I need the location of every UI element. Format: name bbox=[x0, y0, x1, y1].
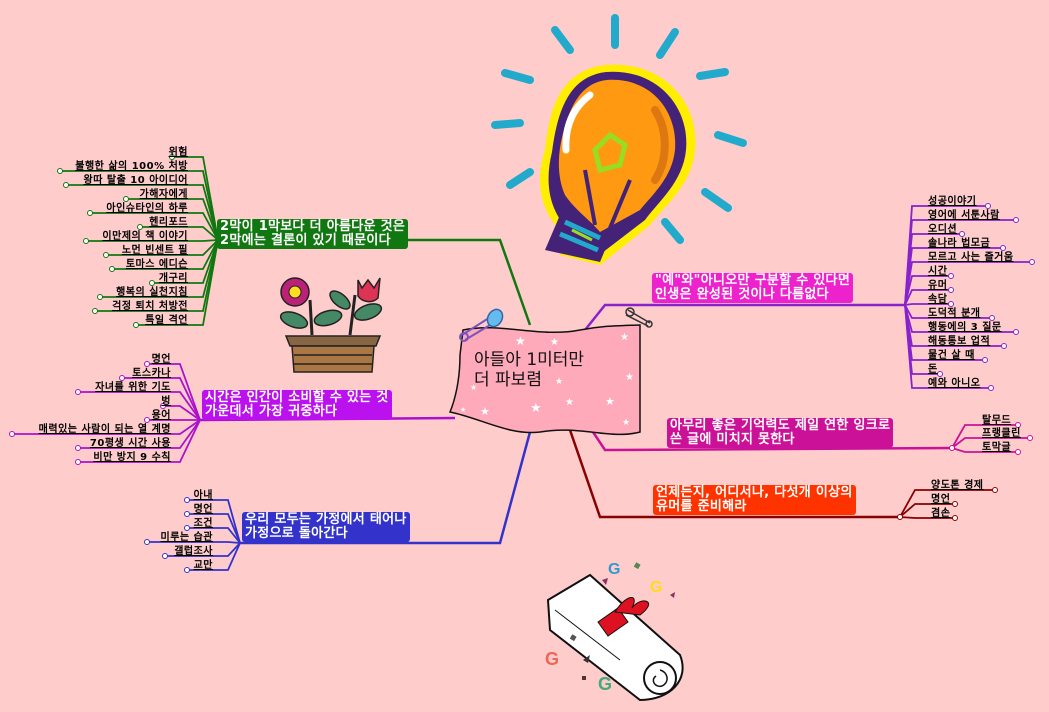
leaf-purple-6[interactable]: 매력있는 사람이 되는 열 계명 bbox=[38, 424, 171, 435]
leaf-green-4[interactable]: 가해자에게 bbox=[139, 189, 188, 200]
branch-purple-line1: 시간은 인간이 소비할 수 있는 것 bbox=[205, 390, 389, 405]
svg-text:★: ★ bbox=[625, 372, 634, 383]
connector-blue bbox=[240, 431, 532, 545]
branch-blue-line1: 우리 모두는 가정에서 태어나 bbox=[245, 512, 407, 527]
leaf-green-8[interactable]: 노먼 빈센트 필 bbox=[121, 245, 188, 256]
leaf-blue-6[interactable]: 교만 bbox=[193, 560, 213, 571]
leaf-magenta-6[interactable]: 시간 bbox=[928, 266, 948, 277]
lightbulb-icon bbox=[491, 14, 747, 266]
leaf-crimson-2[interactable]: 프랭클린 bbox=[982, 428, 1021, 439]
central-node-flag[interactable]: ★ ★ ★ ★ ★ ★ ★ ★ ★ ★ ★ ★ bbox=[448, 324, 641, 436]
leaf-orange-3[interactable]: 겸손 bbox=[931, 508, 951, 519]
svg-text:★: ★ bbox=[530, 401, 542, 416]
svg-text:G: G bbox=[608, 561, 620, 578]
branch-green-line2: 2막에는 결론이 있기 때문이다 bbox=[220, 233, 391, 248]
leaf-orange-2[interactable]: 명언 bbox=[931, 494, 951, 505]
branch-green[interactable]: 2막이 1막보다 더 아름다운 것은 2막에는 결론이 있기 때문이다 bbox=[217, 219, 409, 249]
svg-text:★: ★ bbox=[550, 337, 559, 348]
leaf-purple-7[interactable]: 70평생 시간 사용 bbox=[89, 438, 171, 449]
leaf-magenta-5[interactable]: 모르고 사는 즐거움 bbox=[928, 252, 1014, 263]
svg-text:★: ★ bbox=[622, 418, 630, 428]
leaf-green-7[interactable]: 이만제의 책 이야기 bbox=[102, 231, 188, 242]
leaf-magenta-4[interactable]: 솔나라 법모금 bbox=[928, 238, 991, 249]
branch-orange-line1: 언제든지, 어디서나, 다섯개 이상의 bbox=[656, 485, 853, 500]
leaf-purple-3[interactable]: 자녀를 위한 기도 bbox=[95, 382, 171, 393]
branch-magenta-line2: 인생은 완성된 것이나 다름없다 bbox=[655, 287, 829, 302]
leaf-magenta-10[interactable]: 행동에의 3 질문 bbox=[928, 322, 1002, 333]
leaf-green-9[interactable]: 토마스 에디슨 bbox=[125, 259, 188, 270]
branch-blue-line2: 가정으로 돌아간다 bbox=[245, 526, 348, 541]
leaf-green-6[interactable]: 헨리포드 bbox=[149, 217, 188, 228]
leaf-magenta-3[interactable]: 오디션 bbox=[928, 224, 958, 235]
connector-magenta bbox=[584, 303, 905, 331]
branch-orange[interactable]: 언제든지, 어디서나, 다섯개 이상의 유머를 준비해라 bbox=[653, 485, 856, 515]
leaf-blue-3[interactable]: 조건 bbox=[193, 518, 213, 529]
branch-magenta[interactable]: "예"와"아니오만 구분할 수 있다면 인생은 완성된 것이나 다름없다 bbox=[652, 273, 854, 303]
safety-pin-icon-right bbox=[625, 307, 653, 328]
svg-text:G: G bbox=[545, 649, 559, 669]
leaf-magenta-8[interactable]: 속담 bbox=[928, 294, 948, 305]
branch-orange-line2: 유머를 준비해라 bbox=[656, 499, 747, 514]
leaf-blue-4[interactable]: 미루는 습관 bbox=[160, 532, 213, 543]
branch-crimson-line1: 아무리 좋은 기억력도 제일 연한 잉크로 bbox=[670, 418, 891, 433]
svg-text:★: ★ bbox=[565, 397, 574, 408]
flowerpot-icon bbox=[279, 277, 383, 373]
leaf-purple-2[interactable]: 토스카나 bbox=[132, 368, 171, 379]
branch-green-line1: 2막이 1막보다 더 아름다운 것은 bbox=[220, 219, 406, 234]
branch-magenta-line1: "예"와"아니오만 구분할 수 있다면 bbox=[655, 273, 851, 288]
leaf-blue-2[interactable]: 명언 bbox=[193, 504, 213, 515]
leaf-magenta-7[interactable]: 유머 bbox=[928, 280, 948, 291]
svg-text:★: ★ bbox=[480, 405, 490, 418]
leaf-crimson-1[interactable]: 탈무드 bbox=[982, 415, 1012, 426]
leaf-crimson-3[interactable]: 토막글 bbox=[982, 442, 1012, 453]
branch-crimson-line2: 쓴 글에 미치지 못한다 bbox=[670, 432, 795, 447]
svg-text:★: ★ bbox=[515, 334, 526, 348]
svg-text:★: ★ bbox=[605, 395, 615, 408]
connector-orange bbox=[568, 429, 900, 519]
leaf-magenta-12[interactable]: 물건 살 때 bbox=[928, 350, 975, 361]
svg-text:G: G bbox=[598, 674, 612, 694]
svg-text:★: ★ bbox=[460, 406, 466, 414]
central-topic-line1: 아들아 1미터만 bbox=[474, 350, 585, 370]
leaf-green-13[interactable]: 특일 격언 bbox=[145, 315, 188, 326]
svg-text:G: G bbox=[650, 579, 662, 596]
leaf-purple-4[interactable]: 벙 bbox=[161, 396, 171, 407]
leaf-magenta-9[interactable]: 도덕적 분개 bbox=[928, 308, 981, 319]
leaf-magenta-13[interactable]: 돈 bbox=[928, 364, 938, 375]
leaf-green-1[interactable]: 위험 bbox=[168, 147, 188, 158]
leaf-green-5[interactable]: 아인슈타인의 하루 bbox=[106, 203, 188, 214]
branch-blue[interactable]: 우리 모두는 가정에서 태어나 가정으로 돌아간다 bbox=[242, 512, 410, 542]
leaf-magenta-14[interactable]: 예와 아니오 bbox=[928, 378, 981, 389]
svg-text:★: ★ bbox=[555, 377, 563, 387]
branch-crimson[interactable]: 아무리 좋은 기억력도 제일 연한 잉크로 쓴 글에 미치지 못한다 bbox=[667, 418, 894, 448]
leaf-green-12[interactable]: 걱정 퇴치 처방전 bbox=[112, 301, 188, 312]
leaf-magenta-2[interactable]: 영어에 서툰사람 bbox=[928, 210, 1000, 221]
leaf-purple-8[interactable]: 비만 방지 9 수칙 bbox=[93, 452, 171, 463]
branch-purple-line2: 가운데서 가장 귀중하다 bbox=[205, 404, 338, 419]
svg-text:★: ★ bbox=[620, 332, 629, 343]
leaf-blue-1[interactable]: 아내 bbox=[193, 490, 213, 501]
branch-purple[interactable]: 시간은 인간이 소비할 수 있는 것 가운데서 가장 귀중하다 bbox=[202, 390, 392, 420]
diploma-scroll-icon: G G G G bbox=[545, 561, 684, 702]
leaf-green-3[interactable]: 왕따 탈출 10 아이디어 bbox=[83, 175, 188, 186]
leaf-purple-1[interactable]: 명언 bbox=[151, 354, 171, 365]
leaf-purple-5[interactable]: 용어 bbox=[151, 410, 171, 421]
leaf-magenta-1[interactable]: 성공이야기 bbox=[928, 196, 977, 207]
central-topic[interactable]: 아들아 1미터만 더 파보렴 bbox=[474, 350, 584, 390]
leaf-magenta-11[interactable]: 해동통보 업적 bbox=[928, 336, 991, 347]
leaf-orange-1[interactable]: 양도톤 경제 bbox=[931, 480, 984, 491]
leaf-green-2[interactable]: 불행한 삶의 100% 처방 bbox=[75, 161, 188, 172]
svg-text:★: ★ bbox=[470, 383, 477, 392]
central-topic-line2: 더 파보렴 bbox=[474, 370, 542, 390]
leaf-green-10[interactable]: 개구리 bbox=[158, 273, 188, 284]
leaf-green-11[interactable]: 행복의 실천지침 bbox=[116, 287, 188, 298]
safety-pin-icon-left bbox=[459, 308, 504, 342]
leaf-blue-5[interactable]: 갤럽조사 bbox=[174, 546, 213, 557]
